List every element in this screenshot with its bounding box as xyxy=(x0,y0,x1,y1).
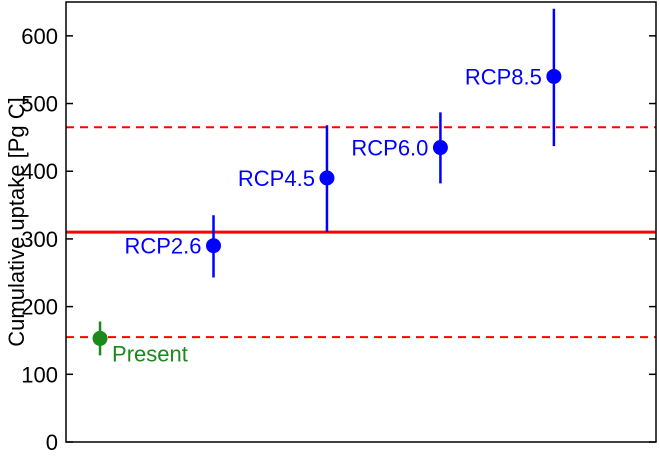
y-tick-label-0: 0 xyxy=(46,430,58,455)
point-present xyxy=(92,330,108,346)
point-rcp6-0 xyxy=(432,140,448,156)
point-rcp4-5 xyxy=(319,170,335,186)
y-tick-label-100: 100 xyxy=(21,362,58,387)
point-label-rcp6-0: RCP6.0 xyxy=(351,136,428,161)
plot-frame xyxy=(65,1,657,443)
y-axis: 0 100 200 300 400 500 600 xyxy=(21,24,656,455)
point-rcp2-6 xyxy=(206,238,221,254)
y-tick-label-200: 200 xyxy=(21,295,58,320)
point-label-rcp8-5: RCP8.5 xyxy=(465,64,542,89)
point-label-rcp4-5: RCP4.5 xyxy=(238,166,315,191)
y-tick-label-400: 400 xyxy=(21,159,58,184)
y-axis-label: Cumulative uptake [Pg C] xyxy=(4,97,29,346)
reference-lines xyxy=(66,126,656,339)
point-label-present: Present xyxy=(112,341,188,366)
point-label-rcp2-6: RCP2.6 xyxy=(124,234,201,259)
y-tick-label-500: 500 xyxy=(21,92,58,117)
data-points: Present RCP2.6 RCP4.5 RCP6.0 RCP8.5 xyxy=(92,8,562,366)
point-rcp8-5 xyxy=(546,68,562,84)
y-tick-label-600: 600 xyxy=(21,24,58,49)
y-tick-label-300: 300 xyxy=(21,227,58,252)
